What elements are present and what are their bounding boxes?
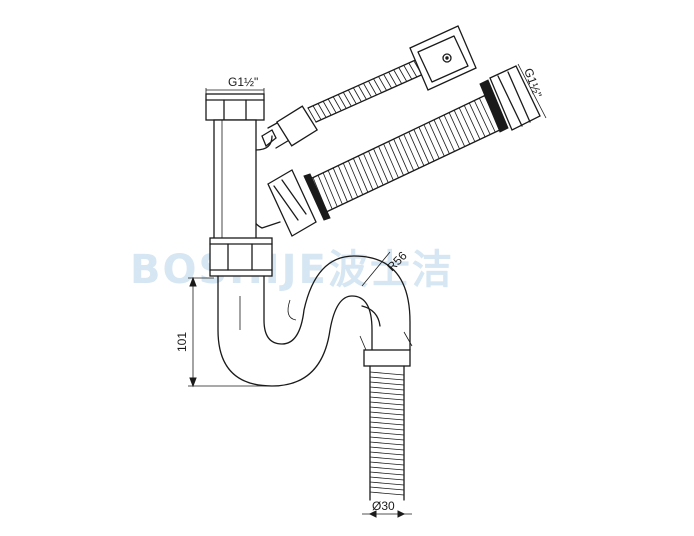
hose-rib — [369, 411, 405, 416]
hose-rib — [438, 117, 455, 152]
hose-rib — [368, 80, 377, 96]
hose-rib — [408, 131, 425, 167]
hose-rib — [383, 74, 392, 89]
inlet-pipe — [205, 93, 273, 277]
hose-rib — [358, 155, 374, 191]
hose-rib — [448, 112, 466, 147]
hose-rib — [378, 146, 394, 181]
hose-rib — [369, 406, 405, 411]
hose-rib — [369, 466, 405, 471]
hose-rib — [347, 89, 357, 105]
hose-rib — [327, 98, 337, 114]
hose-rib — [369, 456, 405, 461]
hose-rib — [368, 150, 384, 186]
hose-rib — [369, 476, 405, 481]
hose-rib — [369, 391, 405, 396]
hose-rib — [369, 371, 405, 376]
hose-rib — [369, 401, 405, 406]
hose-rib — [332, 167, 348, 203]
hose-rib — [478, 97, 496, 133]
hose-rib — [369, 451, 405, 456]
hose-rib — [453, 110, 471, 145]
diameter-label: Ø30 — [372, 499, 395, 513]
hose-rib — [363, 153, 379, 188]
hose-rib — [369, 376, 405, 381]
hose-rib — [369, 441, 405, 446]
hose-rib — [369, 486, 405, 491]
hose-rib — [418, 126, 435, 162]
hose-rib — [312, 105, 322, 120]
hose-rib — [403, 134, 420, 169]
hose-rib — [369, 436, 405, 441]
hose-rib — [322, 101, 332, 116]
hose-rib — [317, 175, 333, 210]
overflow-hose — [261, 57, 429, 149]
hose-rib — [463, 105, 481, 140]
hose-rib — [383, 143, 399, 179]
hose-rib — [393, 138, 409, 174]
hose-rib — [317, 103, 327, 118]
hose-rib — [369, 446, 405, 451]
dimension-diameter: Ø30 — [362, 499, 412, 518]
hose-rib — [473, 100, 491, 135]
hose-rib — [413, 129, 430, 164]
hose-rib — [342, 162, 359, 198]
hose-rib — [337, 165, 353, 200]
dimension-height: 101 — [175, 276, 270, 388]
dimension-thread-top: G1½" — [205, 75, 265, 94]
hose-rib — [433, 119, 450, 154]
hose-rib — [393, 69, 403, 84]
s-trap — [217, 255, 413, 387]
hose-rib — [398, 136, 415, 171]
hose-rib — [443, 114, 460, 150]
hose-rib — [388, 71, 397, 87]
hose-rib — [327, 170, 343, 205]
hose-rib — [369, 481, 405, 486]
hose-rib — [342, 92, 352, 107]
hose-rib — [369, 461, 405, 466]
hose-rib — [369, 381, 405, 386]
hose-rib — [347, 160, 364, 195]
hose-rib — [358, 85, 367, 100]
hose-rib — [398, 67, 408, 82]
hose-rib — [373, 78, 382, 93]
hose-rib — [408, 62, 418, 78]
thread-top-label: G1½" — [228, 75, 258, 89]
hose-rib — [378, 76, 387, 91]
hose-rib — [369, 471, 405, 476]
hose-rib — [307, 107, 317, 123]
hose-rib — [322, 172, 338, 207]
hose-rib — [369, 396, 405, 401]
side-outlet-nut — [479, 65, 541, 133]
hose-rib — [468, 102, 486, 138]
hose-rib — [458, 107, 476, 142]
hose-rib — [369, 386, 405, 391]
watermark: BOSHIJE波士洁 — [130, 247, 454, 293]
overflow-plate — [409, 25, 477, 91]
hose-rib — [369, 491, 405, 496]
hose-rib — [373, 148, 389, 183]
hose-rib — [363, 83, 372, 98]
hose-rib — [369, 431, 405, 436]
tail-hose — [363, 349, 411, 501]
hose-rib — [369, 416, 405, 421]
hose-rib — [403, 65, 413, 80]
corrugated-hose-upper — [307, 93, 505, 215]
hose-rib — [369, 426, 405, 431]
height-label: 101 — [175, 332, 189, 352]
hose-rib — [332, 96, 342, 111]
hose-rib — [423, 124, 440, 159]
hose-rib — [388, 141, 404, 176]
hose-rib — [352, 158, 369, 193]
side-inlet-nut — [249, 169, 331, 237]
hose-rib — [369, 421, 405, 426]
hose-rib — [353, 87, 362, 102]
hose-rib — [428, 122, 445, 157]
hose-rib — [337, 94, 347, 109]
